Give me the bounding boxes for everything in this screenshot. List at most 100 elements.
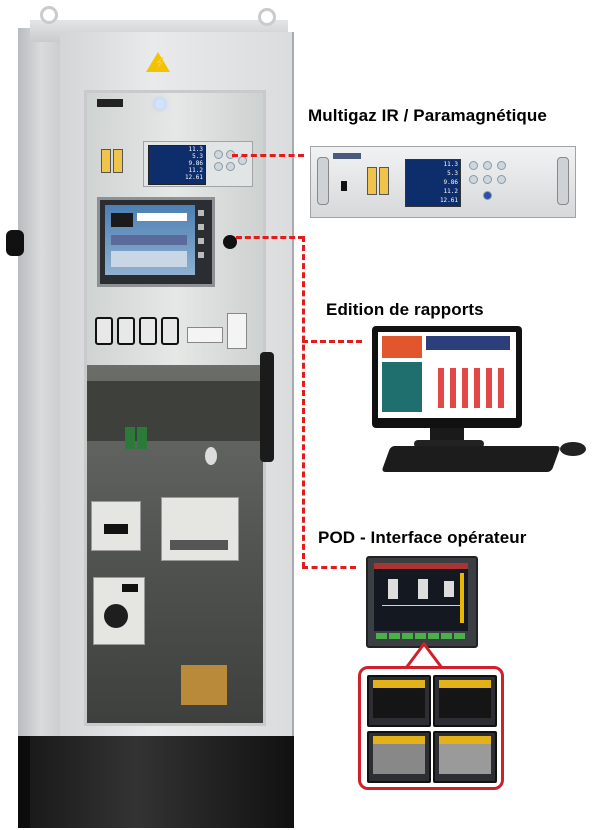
pod-vessel <box>388 579 398 599</box>
report-screen <box>378 332 516 418</box>
analyzer-button <box>469 161 478 170</box>
report-header <box>382 336 422 358</box>
pod-key <box>402 633 413 639</box>
pod-vessel <box>418 579 428 599</box>
cabinet-interior <box>87 365 263 723</box>
analyzer-lcd: 11.3 5.3 9.86 11.2 12.61 <box>148 145 206 185</box>
needle-valve <box>139 317 157 345</box>
connector-line <box>302 566 356 569</box>
pod-operator-panel <box>366 556 478 648</box>
indicator-lamp <box>155 99 165 109</box>
analyzer-button <box>214 150 223 159</box>
lcd-value: 11.2 <box>443 188 458 195</box>
screen-widget <box>111 213 133 227</box>
touchscreen-key <box>198 224 204 230</box>
pod-screens-callout <box>358 666 504 790</box>
flowmeter <box>113 149 123 173</box>
cooler-terminals <box>170 540 228 550</box>
thumbnail-screen <box>439 736 491 774</box>
din-rail-area <box>87 381 263 441</box>
analyzer-button <box>214 162 223 171</box>
analyzer-front-panel: 11.3 5.3 9.86 11.2 12.61 <box>143 141 253 187</box>
warning-triangle-icon: ⚡ <box>146 52 170 72</box>
lcd-value: 12.61 <box>439 197 458 204</box>
flowmeter <box>367 167 377 195</box>
selector-switch <box>187 327 223 343</box>
caption-multigaz: Multigaz IR / Paramagnétique <box>308 106 547 125</box>
connector-line <box>236 236 304 239</box>
caption-pod: POD - Interface opérateur <box>318 528 527 547</box>
cooler-unit <box>161 497 239 561</box>
power-switch <box>341 181 347 191</box>
lcd-value: 9.86 <box>188 160 203 167</box>
pod-key <box>389 633 400 639</box>
transformer <box>181 665 227 705</box>
computer-monitor <box>372 326 522 428</box>
flowmeter <box>379 167 389 195</box>
screen-widget <box>111 251 187 267</box>
report-sidebar <box>382 362 422 412</box>
lcd-value: 5.3 <box>447 170 458 177</box>
pump-head <box>104 604 128 628</box>
report-bar <box>438 368 444 408</box>
connector-line <box>302 236 305 568</box>
needle-valve <box>161 317 179 345</box>
pod-screen-thumbnail <box>433 731 497 783</box>
report-banner <box>426 336 510 350</box>
screen-widget <box>137 213 187 221</box>
panel-meter <box>97 99 123 107</box>
analyzer-button <box>483 161 492 170</box>
thumbnail-header <box>373 680 425 688</box>
screen-widget <box>111 235 187 245</box>
touchscreen-key <box>198 238 204 244</box>
keyboard <box>381 446 561 472</box>
pod-level-bar <box>460 573 464 623</box>
analyzer-button <box>483 191 492 200</box>
analyzer-button <box>497 161 506 170</box>
report-bar <box>450 368 456 408</box>
touchscreen-key <box>198 252 204 258</box>
pod-screen <box>374 563 468 631</box>
lcd-value: 11.2 <box>188 167 203 174</box>
analyzer-button <box>483 175 492 184</box>
needle-valve <box>117 317 135 345</box>
touchscreen-key <box>198 210 204 216</box>
peristaltic-pump <box>93 577 145 645</box>
analyzer-button <box>226 162 235 171</box>
controller-display <box>104 524 128 534</box>
controller-box <box>91 501 141 551</box>
rack-lcd: 11.3 5.3 9.86 11.2 12.61 <box>405 159 461 207</box>
flowmeter <box>101 149 111 173</box>
pod-title-bar <box>374 563 468 569</box>
caption-rapports: Edition de rapports <box>326 300 484 319</box>
pump-display <box>122 584 138 592</box>
pod-pipe <box>382 605 460 606</box>
rack-handle <box>317 157 329 205</box>
lcd-value: 11.3 <box>188 146 203 153</box>
pressure-gauge <box>205 447 217 465</box>
pod-key <box>428 633 439 639</box>
terminal-block <box>125 427 135 449</box>
touchscreen-display <box>105 205 195 275</box>
lifting-eye <box>40 6 58 24</box>
pod-key <box>415 633 426 639</box>
analyzer-button <box>497 175 506 184</box>
monitor-stand <box>430 428 464 442</box>
pod-vessel <box>444 581 454 597</box>
pod-screen-thumbnail <box>367 731 431 783</box>
thumbnail-header <box>439 680 491 688</box>
computer-mouse <box>560 442 586 456</box>
thumbnail-screen <box>373 736 425 774</box>
instrument-panel: 11.3 5.3 9.86 11.2 12.61 <box>87 93 263 365</box>
pod-screen-thumbnail <box>367 675 431 727</box>
lcd-value: 12.61 <box>184 174 203 181</box>
thumbnail-screen <box>439 680 491 718</box>
connector-line <box>302 340 362 343</box>
pod-key <box>454 633 465 639</box>
monitor-stand-base <box>414 440 484 448</box>
rack-analyzer: 11.3 5.3 9.86 11.2 12.61 <box>310 146 576 218</box>
cabinet-touchscreen <box>97 197 215 287</box>
panel-connector <box>223 235 237 249</box>
terminal-block <box>137 427 147 449</box>
brand-logo <box>333 153 361 159</box>
